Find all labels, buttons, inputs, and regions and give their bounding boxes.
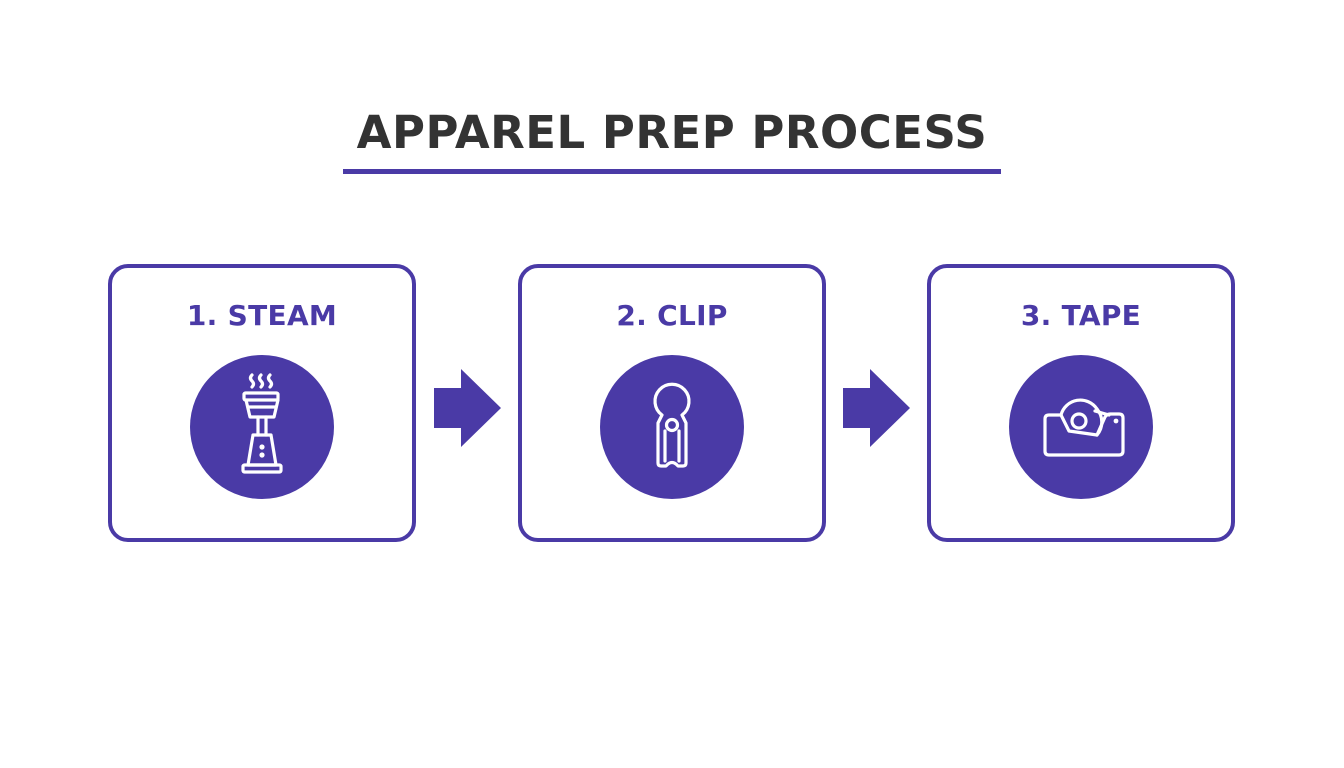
page-title: APPAREL PREP PROCESS — [356, 106, 988, 159]
clip-icon — [653, 382, 691, 468]
step-icon-circle — [1009, 355, 1153, 499]
step-card-clip: 2. CLIP — [518, 264, 826, 542]
step-label: 2. CLIP — [616, 299, 728, 332]
arrow-right-icon — [843, 369, 910, 447]
arrow-right-icon — [434, 369, 501, 447]
step-label: 3. TAPE — [1020, 299, 1142, 332]
garment-steamer-icon — [241, 373, 283, 474]
step-card-tape: 3. TAPE — [927, 264, 1235, 542]
step-icon-circle — [600, 355, 744, 499]
step-label: 1. STEAM — [186, 299, 338, 332]
step-icon-circle — [190, 355, 334, 499]
title-underline — [343, 169, 1001, 174]
step-card-steam: 1. STEAM — [108, 264, 416, 542]
tape-dispenser-icon — [1043, 398, 1125, 457]
